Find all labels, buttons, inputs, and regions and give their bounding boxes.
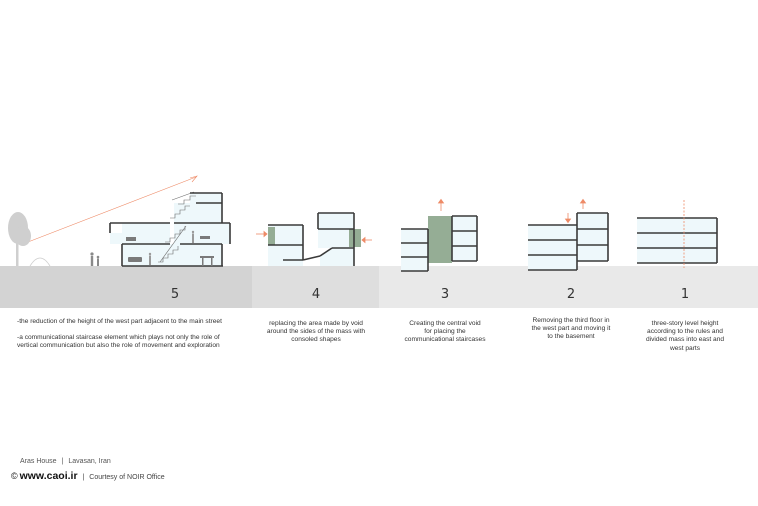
- step-1-description: three-story level height according to th…: [630, 320, 740, 353]
- description-line: Creating the central void: [409, 320, 481, 327]
- ground-band-steps-1-3: [379, 266, 758, 308]
- ground-band-step-5: [0, 266, 252, 308]
- description-line: divided mass into east and: [645, 336, 725, 344]
- section-step-4: [256, 212, 372, 266]
- credit-line: © www.caoi.ir | Courtesy of NOIR Office: [11, 470, 165, 482]
- description-line: for placing the: [424, 328, 466, 336]
- description-line: consoled shapes: [291, 336, 341, 344]
- project-location: Lavasan, Iran: [68, 458, 111, 465]
- step-number-1: 1: [681, 287, 689, 302]
- description-line: replacing the area made by void: [269, 320, 363, 327]
- step-number-5: 5: [171, 287, 179, 302]
- ground-band-step-4: [252, 266, 379, 308]
- description-line: [17, 326, 252, 334]
- consoled-box-east: [349, 229, 361, 247]
- description-line: -a communicational staircase element whi…: [17, 334, 220, 342]
- project-caption: Aras House | Lavasan, Iran: [20, 458, 111, 465]
- step-3-description: Creating the central void for placing th…: [385, 320, 505, 345]
- step-number-4: 4: [312, 287, 320, 302]
- description-line: communicational staircases: [404, 336, 486, 344]
- central-void: [428, 216, 452, 263]
- description-line: according to the rules and: [647, 328, 723, 336]
- website-link[interactable]: www.caoi.ir: [19, 470, 78, 482]
- tree-silhouette: [8, 212, 31, 266]
- description-line: Removing the third floor in: [532, 317, 610, 324]
- step-4-description: replacing the area made by void around t…: [254, 320, 378, 345]
- massing-diagram: 5 4 3 2 1: [0, 175, 758, 308]
- description-line: vertical communication but also the role…: [17, 342, 220, 350]
- step-2-description: Removing the third floor in the west par…: [515, 317, 627, 342]
- description-line: three-story level height: [651, 320, 719, 327]
- project-name: Aras House: [20, 458, 57, 465]
- description-line: west parts: [669, 344, 701, 352]
- step-number-3: 3: [441, 287, 449, 302]
- description-line: to the basement: [547, 333, 595, 341]
- description-line: the west part and moving it: [531, 325, 611, 333]
- credit-separator: |: [82, 474, 85, 481]
- description-line: -the reduction of the height of the west…: [17, 318, 222, 325]
- consoled-box-west: [268, 227, 275, 245]
- description-line: around the sides of the mass with: [266, 328, 366, 336]
- courtesy-text: Courtesy of NOIR Office: [89, 474, 165, 481]
- section-step-1: [637, 200, 718, 268]
- section-step-2: [528, 198, 609, 271]
- step-number-2: 2: [567, 287, 575, 302]
- step-5-description: -the reduction of the height of the west…: [17, 318, 252, 351]
- section-step-5: [8, 175, 231, 267]
- copyright-icon: ©: [11, 471, 18, 481]
- section-step-3: [401, 198, 478, 272]
- caption-separator: |: [61, 458, 64, 465]
